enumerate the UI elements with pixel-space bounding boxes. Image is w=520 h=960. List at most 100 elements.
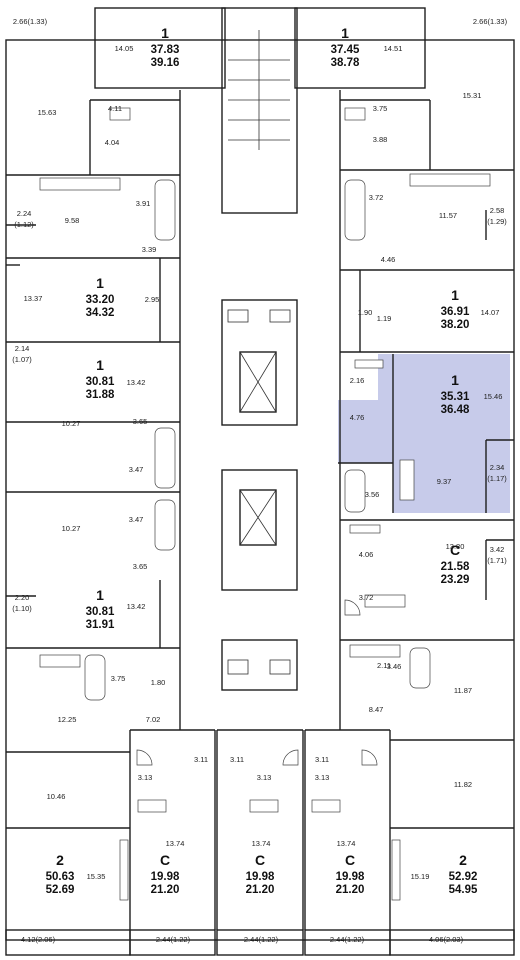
room-area-label: 14.51 — [384, 44, 403, 53]
apartment-area-balcony: 39.16 — [151, 57, 180, 69]
room-area-label: 3.47 — [129, 465, 144, 474]
apartment-type: 1 — [161, 25, 169, 41]
apartment-area-balcony: 21.20 — [246, 884, 275, 896]
apartment-area-balcony: 38.78 — [331, 57, 360, 69]
apartment-area-balcony: 31.91 — [86, 619, 115, 631]
room-area-label: 3.56 — [365, 490, 380, 499]
apartment-area-balcony: 54.95 — [449, 884, 478, 896]
room-area-label: 3.88 — [373, 135, 388, 144]
apartment-area: 50.63 — [46, 871, 75, 883]
room-area-label: 15.46 — [484, 392, 503, 401]
room-area-label: 13.37 — [24, 294, 43, 303]
room-area-label: 15.63 — [38, 108, 57, 117]
room-area-label: 3.11 — [230, 755, 244, 764]
room-area-label: 15.19 — [411, 872, 430, 881]
room-area-label: 3.65 — [133, 562, 148, 571]
apartment-type: C — [160, 852, 170, 868]
apartment-area: 21.58 — [441, 561, 470, 573]
apartment-area-balcony: 21.20 — [336, 884, 365, 896]
room-area-label: 3.42 — [490, 545, 505, 554]
apartment-area: 19.98 — [246, 871, 275, 883]
apartment-type: 1 — [451, 372, 459, 388]
apartment-area-balcony: 36.48 — [441, 404, 470, 416]
room-area-label: 3.91 — [136, 199, 151, 208]
room-area-label: 2.14 — [15, 344, 30, 353]
room-area-label: 10.27 — [62, 524, 81, 533]
room-area-label: 13.74 — [166, 839, 185, 848]
apartment-type: 1 — [96, 357, 104, 373]
room-area-label: 15.35 — [87, 872, 106, 881]
room-area-label: 2.44(1.22) — [156, 935, 191, 944]
room-area-label: 10.27 — [62, 419, 81, 428]
room-area-label: (1.71) — [487, 556, 507, 565]
room-area-label: 2.95 — [145, 295, 160, 304]
room-area-label: (1.29) — [487, 217, 507, 226]
room-area-label: 3.39 — [142, 245, 157, 254]
room-area-label: 11.82 — [454, 780, 472, 789]
apartment-area: 30.81 — [86, 606, 115, 618]
apartment-type: 2 — [459, 852, 467, 868]
room-area-label: 2.44(1.22) — [330, 935, 365, 944]
apartment-area: 37.83 — [151, 44, 180, 56]
room-area-label: 13.42 — [127, 378, 146, 387]
apartment-area: 37.45 — [331, 44, 360, 56]
apartment-area-balcony: 34.32 — [86, 307, 115, 319]
apartment-area: 30.81 — [86, 376, 115, 388]
apartment-type: 1 — [96, 275, 104, 291]
room-area-label: 3.11 — [315, 755, 329, 764]
room-area-label: 2.16 — [350, 376, 365, 385]
highlighted-apartment[interactable] — [338, 354, 510, 513]
room-area-label: 2.66(1.33) — [13, 17, 48, 26]
room-area-label: 2.20 — [15, 593, 30, 602]
room-area-label: 11.57 — [439, 211, 457, 220]
room-area-label: 3.11 — [194, 755, 208, 764]
room-area-label: 15.31 — [463, 91, 482, 100]
room-area-label: 4.11 — [108, 104, 122, 113]
room-area-label: 3.13 — [138, 773, 153, 782]
apartment-area: 19.98 — [151, 871, 180, 883]
corridor — [179, 7, 341, 730]
apartment-area: 35.31 — [441, 391, 470, 403]
apartment-type: C — [450, 542, 460, 558]
room-area-label: 3.13 — [315, 773, 330, 782]
room-area-label: 1.80 — [151, 678, 166, 687]
room-area-label: 2.44(1.22) — [244, 935, 279, 944]
apartment-area: 33.20 — [86, 294, 115, 306]
room-area-label: 13.42 — [127, 602, 146, 611]
room-area-label: 13.74 — [252, 839, 271, 848]
room-area-label: 3.46 — [387, 662, 402, 671]
room-area-label: 4.06 — [359, 550, 374, 559]
room-area-label: 4.76 — [350, 413, 365, 422]
room-area-label: 1.19 — [377, 314, 392, 323]
room-area-label: 8.47 — [369, 705, 384, 714]
room-area-label: 4.12(2.06) — [21, 935, 56, 944]
room-area-label: (1.12) — [14, 220, 34, 229]
apartment-area: 52.92 — [449, 871, 478, 883]
room-area-label: (1.07) — [12, 355, 32, 364]
apartment-type: C — [345, 852, 355, 868]
room-area-label: 14.07 — [481, 308, 500, 317]
apartment-area: 36.91 — [441, 306, 470, 318]
room-area-label: 3.72 — [369, 193, 384, 202]
room-area-label: 3.13 — [257, 773, 272, 782]
apartment-type: 1 — [451, 287, 459, 303]
room-area-label: 3.72 — [359, 593, 374, 602]
apartment-type: C — [255, 852, 265, 868]
room-area-label: 4.06(2.03) — [429, 935, 464, 944]
partitions — [6, 99, 514, 930]
room-area-label: 2.66(1.33) — [473, 17, 508, 26]
room-area-label: 7.02 — [146, 715, 161, 724]
room-area-label: 14.05 — [115, 44, 134, 53]
apartment-area-balcony: 23.29 — [441, 574, 470, 586]
room-area-label: 3.47 — [129, 515, 144, 524]
apartment-area-balcony: 31.88 — [86, 389, 115, 401]
room-area-label: 1.90 — [358, 308, 373, 317]
apartment-type: 1 — [341, 25, 349, 41]
room-area-label: 9.58 — [65, 216, 80, 225]
room-area-label: 2.11 — [377, 661, 391, 670]
apartment-area: 19.98 — [336, 871, 365, 883]
apartment-area-balcony: 21.20 — [151, 884, 180, 896]
room-area-label: 10.46 — [47, 792, 66, 801]
